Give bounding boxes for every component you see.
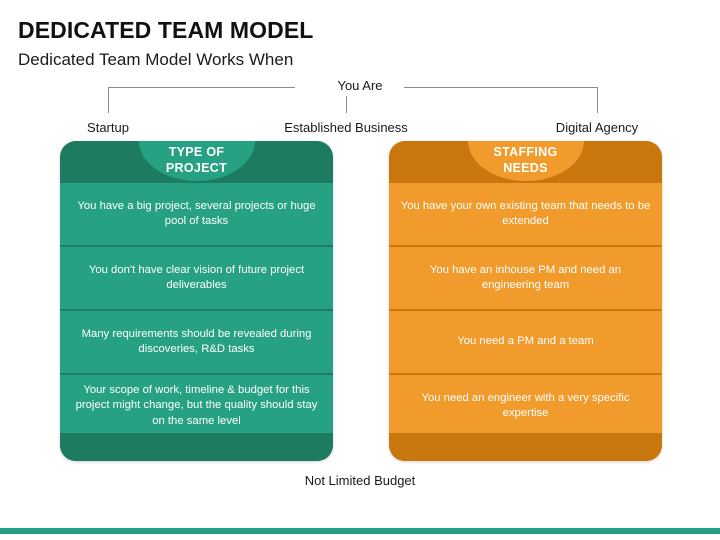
card-staffing-needs[interactable]: STAFFING NEEDS You have your own existin… <box>389 141 662 461</box>
card-heading-text: TYPE OF PROJECT <box>60 144 333 176</box>
page-subtitle: Dedicated Team Model Works When <box>18 50 294 69</box>
bracket-line-center-vertical <box>346 96 347 113</box>
card-heading-text: STAFFING NEEDS <box>389 144 662 176</box>
bracket-line-left-horizontal <box>108 87 295 88</box>
card-heading-line2: NEEDS <box>503 161 548 175</box>
card-footer-strip <box>389 433 662 461</box>
card-heading-line2: PROJECT <box>165 161 228 175</box>
footer-accent-bar <box>0 528 720 534</box>
list-item[interactable]: You have your own existing team that nee… <box>389 181 662 245</box>
list-item[interactable]: Many requirements should be revealed dur… <box>60 309 333 373</box>
card-header-staffing-needs: STAFFING NEEDS <box>389 141 662 181</box>
list-item[interactable]: You need a PM and a team <box>389 309 662 373</box>
list-item[interactable]: You have an inhouse PM and need an engin… <box>389 245 662 309</box>
connector-center-label: You Are <box>337 78 383 93</box>
bracket-line-right-vertical <box>597 87 598 113</box>
node-label-startup: Startup <box>87 120 129 135</box>
bracket-line-left-vertical <box>108 87 109 113</box>
card-footer-strip <box>60 433 333 461</box>
list-item[interactable]: You don't have clear vision of future pr… <box>60 245 333 309</box>
node-label-digital-agency: Digital Agency <box>555 120 639 135</box>
card-heading-line1: TYPE OF <box>168 145 225 159</box>
list-item[interactable]: Your scope of work, timeline & budget fo… <box>60 373 333 437</box>
card-body-staffing-needs: You have your own existing team that nee… <box>389 181 662 437</box>
card-heading-line1: STAFFING <box>493 145 558 159</box>
page-title: DEDICATED TEAM MODEL <box>18 17 314 43</box>
card-body-type-of-project: You have a big project, several projects… <box>60 181 333 437</box>
node-label-established-business: Established Business <box>284 120 408 135</box>
bottom-caption: Not Limited Budget <box>304 473 416 488</box>
card-header-type-of-project: TYPE OF PROJECT <box>60 141 333 181</box>
bracket-line-right-horizontal <box>404 87 597 88</box>
card-type-of-project[interactable]: TYPE OF PROJECT You have a big project, … <box>60 141 333 461</box>
list-item[interactable]: You need an engineer with a very specifi… <box>389 373 662 437</box>
list-item[interactable]: You have a big project, several projects… <box>60 181 333 245</box>
